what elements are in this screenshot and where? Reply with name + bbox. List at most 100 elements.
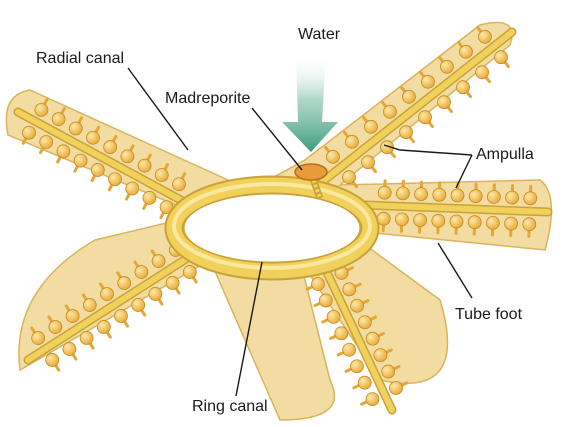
ampulla-label: Ampulla xyxy=(476,146,534,163)
ampulla-bulb xyxy=(342,170,356,185)
madreporite-label: Madreporite xyxy=(165,90,251,107)
ampulla-bulb xyxy=(73,153,88,168)
ampulla-bulb xyxy=(418,110,432,125)
ampulla-bulb xyxy=(357,375,372,390)
ampulla-bulb xyxy=(414,187,428,202)
ampulla-bulb xyxy=(100,287,114,301)
ampulla-bulb xyxy=(421,74,435,89)
ampulla-bulb xyxy=(456,80,470,95)
ampulla-bulb xyxy=(326,149,340,164)
ampulla-bulb xyxy=(389,381,403,395)
arm-left-lower xyxy=(23,238,205,372)
ampulla-bulb xyxy=(486,190,501,204)
ampulla-bulb xyxy=(357,315,372,330)
ampulla-bulb xyxy=(478,29,492,44)
ampulla-bulb xyxy=(172,177,186,192)
ampulla-bulb xyxy=(522,217,537,232)
ampulla-bulb xyxy=(114,309,128,323)
ampulla-bulb xyxy=(137,158,152,173)
ampulla-bulb xyxy=(383,104,397,119)
ring-canal-label: Ring canal xyxy=(192,398,268,415)
ampulla-bulb xyxy=(334,326,349,341)
ampulla-bulb xyxy=(34,102,49,117)
ampulla-bulb xyxy=(381,364,396,379)
ampulla-bulb xyxy=(326,309,341,324)
ampulla-bulb xyxy=(31,331,46,345)
ampulla-bulb xyxy=(365,392,380,407)
ampulla-bulb xyxy=(486,215,500,230)
ampulla-bulb xyxy=(311,277,325,291)
ring-canal-shape xyxy=(164,175,380,281)
ampulla-bulb xyxy=(82,298,97,312)
ampulla-bulb xyxy=(134,265,149,279)
ampulla-bulb xyxy=(431,213,446,228)
arm-bottom xyxy=(305,257,409,415)
ampulla-bulb xyxy=(79,331,94,345)
arms-group xyxy=(13,25,553,415)
tube-foot-label: Tube foot xyxy=(455,306,523,323)
ampulla-bulb xyxy=(65,309,80,323)
ampulla-bulb xyxy=(373,348,388,363)
ampulla-bulb xyxy=(450,188,465,203)
ampulla-bulb xyxy=(365,331,380,346)
ampulla-bulb xyxy=(120,149,135,164)
ampulla-bulb xyxy=(380,140,394,155)
ampulla-bulb xyxy=(475,65,489,80)
ampulla-bulb xyxy=(90,163,105,177)
ampulla-bulb xyxy=(165,276,180,290)
ampulla-bulb xyxy=(361,155,375,170)
radial-canal-leader xyxy=(127,67,189,151)
ampulla-bulb xyxy=(125,181,140,196)
tube-foot-leader xyxy=(437,242,473,299)
ampulla-bulb xyxy=(364,119,378,134)
ampulla-bulb xyxy=(395,186,410,201)
ampulla-bulb xyxy=(56,144,71,159)
ampulla-bulb xyxy=(468,189,483,204)
ampulla-bulb xyxy=(68,121,83,136)
ampulla-bulb xyxy=(504,216,519,231)
ampulla-bulb xyxy=(459,44,473,59)
ampulla-bulb xyxy=(413,213,428,227)
ampulla-bulb xyxy=(402,89,416,104)
madreporite-leader xyxy=(251,107,303,171)
ampulla-bulb xyxy=(62,342,77,356)
ampulla-bulb xyxy=(22,125,36,140)
ampulla-bulb xyxy=(449,214,464,229)
ampulla-leader-2 xyxy=(455,154,473,189)
ampulla-bulb xyxy=(440,59,454,74)
arm-left-upper xyxy=(13,97,195,220)
ampulla-bulb xyxy=(350,359,364,374)
ampulla-bulb xyxy=(376,211,391,226)
ampulla-bulb xyxy=(399,125,413,140)
ampulla-bulb xyxy=(467,215,482,230)
down-arrow-icon xyxy=(282,55,338,152)
ampulla-bulb xyxy=(523,191,538,206)
ampulla-bulb xyxy=(437,95,451,110)
ampulla-bulb xyxy=(395,212,409,227)
ampulla-bulb xyxy=(103,140,118,154)
ampulla-bulb xyxy=(142,190,157,205)
ampulla-bulb xyxy=(345,134,359,149)
ampulla-bulb xyxy=(154,168,169,182)
ampulla-bulb xyxy=(342,282,357,297)
arm-top-right xyxy=(317,25,517,189)
water-label: Water xyxy=(298,26,341,43)
ampulla-bulb xyxy=(148,287,163,301)
ampulla-bulb xyxy=(131,298,146,312)
ampulla-bulb xyxy=(342,342,357,357)
ampulla-bulb xyxy=(45,353,60,367)
ampulla-bulb xyxy=(39,135,54,149)
ampulla-bulb xyxy=(86,130,100,145)
ampulla-bulb xyxy=(182,265,197,279)
ampulla-bulb xyxy=(505,190,519,205)
ampulla-leader-1 xyxy=(383,144,473,156)
radial-canal-label: Radial canal xyxy=(36,50,125,67)
ampulla-bulb xyxy=(96,320,111,334)
ampulla-bulb xyxy=(108,172,122,187)
ampulla-bulb xyxy=(494,50,508,65)
ring-canal-leader xyxy=(235,261,263,397)
ampulla-bulb xyxy=(117,276,132,290)
ampulla-bulb xyxy=(318,293,333,308)
madreporite-plate xyxy=(294,163,328,181)
